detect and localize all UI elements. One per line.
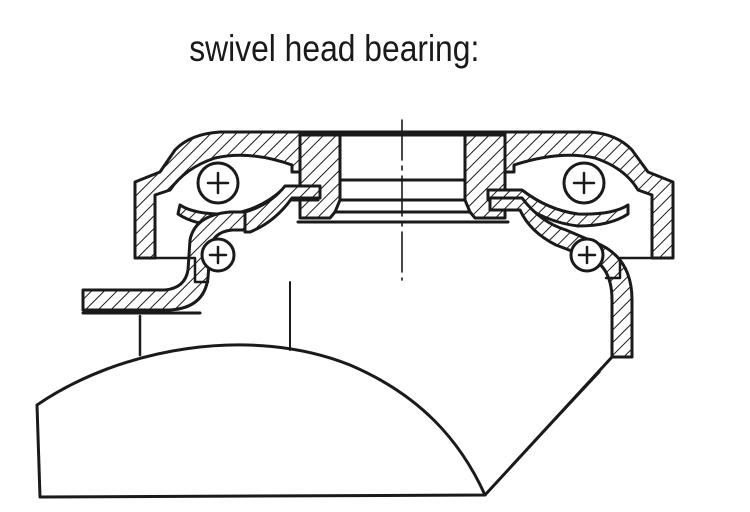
ball-bearing-right-upper <box>562 161 606 205</box>
ball-bearing-right-lower <box>569 237 605 273</box>
housing-left-shell <box>133 130 302 260</box>
ball-bearing-left-lower <box>200 237 236 273</box>
hub-bore <box>333 133 472 214</box>
diagram-title: swivel head bearing: <box>189 28 480 69</box>
left-flange-lip <box>133 256 210 284</box>
right-flange-lip <box>604 256 675 280</box>
fork-arm-left-inner <box>243 184 322 234</box>
ball-bearing-left-upper <box>196 161 240 205</box>
housing-right-shell <box>503 130 675 260</box>
hub-left-block <box>298 133 342 220</box>
wheel-outline <box>35 343 487 499</box>
wheel-tread-inner <box>484 371 601 496</box>
